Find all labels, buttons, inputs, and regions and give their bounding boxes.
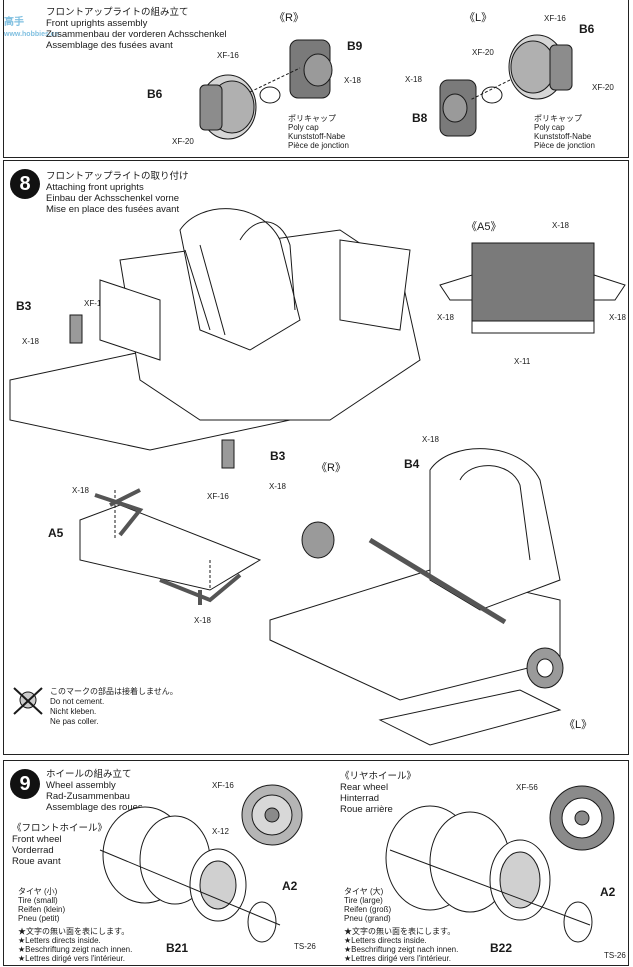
watermark-line2: www.hobbies.cn [4,31,59,38]
step9-number: 9 [10,769,40,799]
tire-small-label: タイヤ (小)Tire (small) Reifen (klein)Pneu (… [18,887,66,923]
part-b3-top: B3 [16,299,32,313]
paint-xf16-a: XF-16 [84,299,106,308]
no-glue-fr: Ne pas coller. [50,717,99,726]
part-b22: B22 [490,941,513,955]
part-b3-bottom: B3 [270,449,286,463]
step9-title: ホイールの組み立て Wheel assembly Rad-Zusammenbau… [46,769,143,813]
rear-wheel-drawing [385,785,615,943]
part-b4: B4 [404,457,420,471]
paint-xf16-r: XF-16 [217,51,239,60]
step9-title-ja: ホイールの組み立て [46,769,132,780]
notes-rear: ★文字の無い面を表にします。★Letters directs inside. ★… [344,927,459,963]
no-glue-en: Do not cement. [50,697,105,706]
tire-large-label: タイヤ (大)Tire (large) Reifen (groß)Pneu (g… [344,887,392,923]
paint-xf20-l2: XF-20 [592,83,614,92]
no-glue-icon [13,687,43,715]
paint-x18-inset-right: X-18 [609,313,626,322]
paint-x18-a: X-18 [22,337,39,346]
step7-side-l: 《L》 [464,12,493,24]
upright-l-drawing [439,34,573,137]
step8-title-ja: フロントアップライトの取り付け [46,171,189,182]
part-b9: B9 [347,39,363,53]
chassis-drawing-1 [9,208,421,605]
paint-xf16-b: XF-16 [207,492,229,501]
part-a2-rear: A2 [600,885,616,899]
part-b21: B21 [166,941,189,955]
chassis-drawing-2 [269,448,564,746]
step8-title-en: Attaching front uprights [46,182,144,193]
part-a5: A5 [48,526,64,540]
step9-title-de: Rad-Zusammenbau [46,791,130,802]
step8-side-r: 《R》 [316,462,346,474]
step7-title-fr: Assemblage des fusées avant [46,40,173,51]
paint-xf20-r: XF-20 [172,137,194,146]
front-wheel-drawing [99,784,303,943]
paint-x12-front: X-12 [212,827,229,836]
no-glue-ja: このマークの部品は接着しません。 [50,687,178,696]
paint-xf16-front: XF-16 [212,781,234,790]
no-glue-note: このマークの部品は接着しません。 Do not cement. Nicht kl… [50,687,178,727]
paint-x18-l: X-18 [405,75,422,84]
notes-front: ★文字の無い面を表にします。★Letters directs inside. ★… [18,927,133,963]
step8-number: 8 [10,169,40,199]
part-b8: B8 [412,111,428,125]
paint-x11-inset: X-11 [514,357,531,366]
paint-xf56-rear: XF-56 [516,783,538,792]
upright-r-drawing [199,39,333,140]
paint-x18-b: X-18 [269,482,286,491]
step7-title: フロントアップライトの組み立て Front uprights assembly … [46,7,227,51]
part-b6-l: B6 [579,22,595,36]
step7-title-en: Front uprights assembly [46,18,148,29]
paint-x18-d: X-18 [194,616,211,625]
step9-title-en: Wheel assembly [46,780,116,791]
inset-a5-label: 《A5》 [466,221,502,233]
paint-x18-inset-top: X-18 [552,221,569,230]
watermark: 高手 www.hobbies.cn [4,13,59,39]
paint-ts26-rear: TS-26 [604,951,626,960]
step8-title-fr: Mise en place des fusées avant [46,204,180,215]
step8-title-de: Einbau der Achsschenkel vorne [46,193,180,204]
paint-xf20-l: XF-20 [472,48,494,57]
step9-title-fr: Assemblage des roues [46,802,143,813]
no-glue-de: Nicht kleben. [50,707,97,716]
paint-x18-c: X-18 [72,486,89,495]
paint-xf16-l: XF-16 [544,14,566,23]
paint-x18-inset-left: X-18 [437,313,454,322]
paint-ts26-front: TS-26 [294,942,316,951]
step7-title-ja: フロントアップライトの組み立て [46,7,189,18]
step8-side-l: 《L》 [564,719,593,731]
paint-x18-b4: X-18 [422,435,439,444]
part-a2-front: A2 [282,879,298,893]
step8-title: フロントアップライトの取り付け Attaching front uprights… [46,171,189,215]
step7-title-de: Zusammenbau der vorderen Achsschenkel [46,29,227,40]
a5-plate-inset [439,242,626,334]
watermark-line1: 高手 [4,17,24,28]
step7-side-r: 《R》 [274,12,304,24]
part-b6-r: B6 [147,87,163,101]
paint-x18-r: X-18 [344,76,361,85]
